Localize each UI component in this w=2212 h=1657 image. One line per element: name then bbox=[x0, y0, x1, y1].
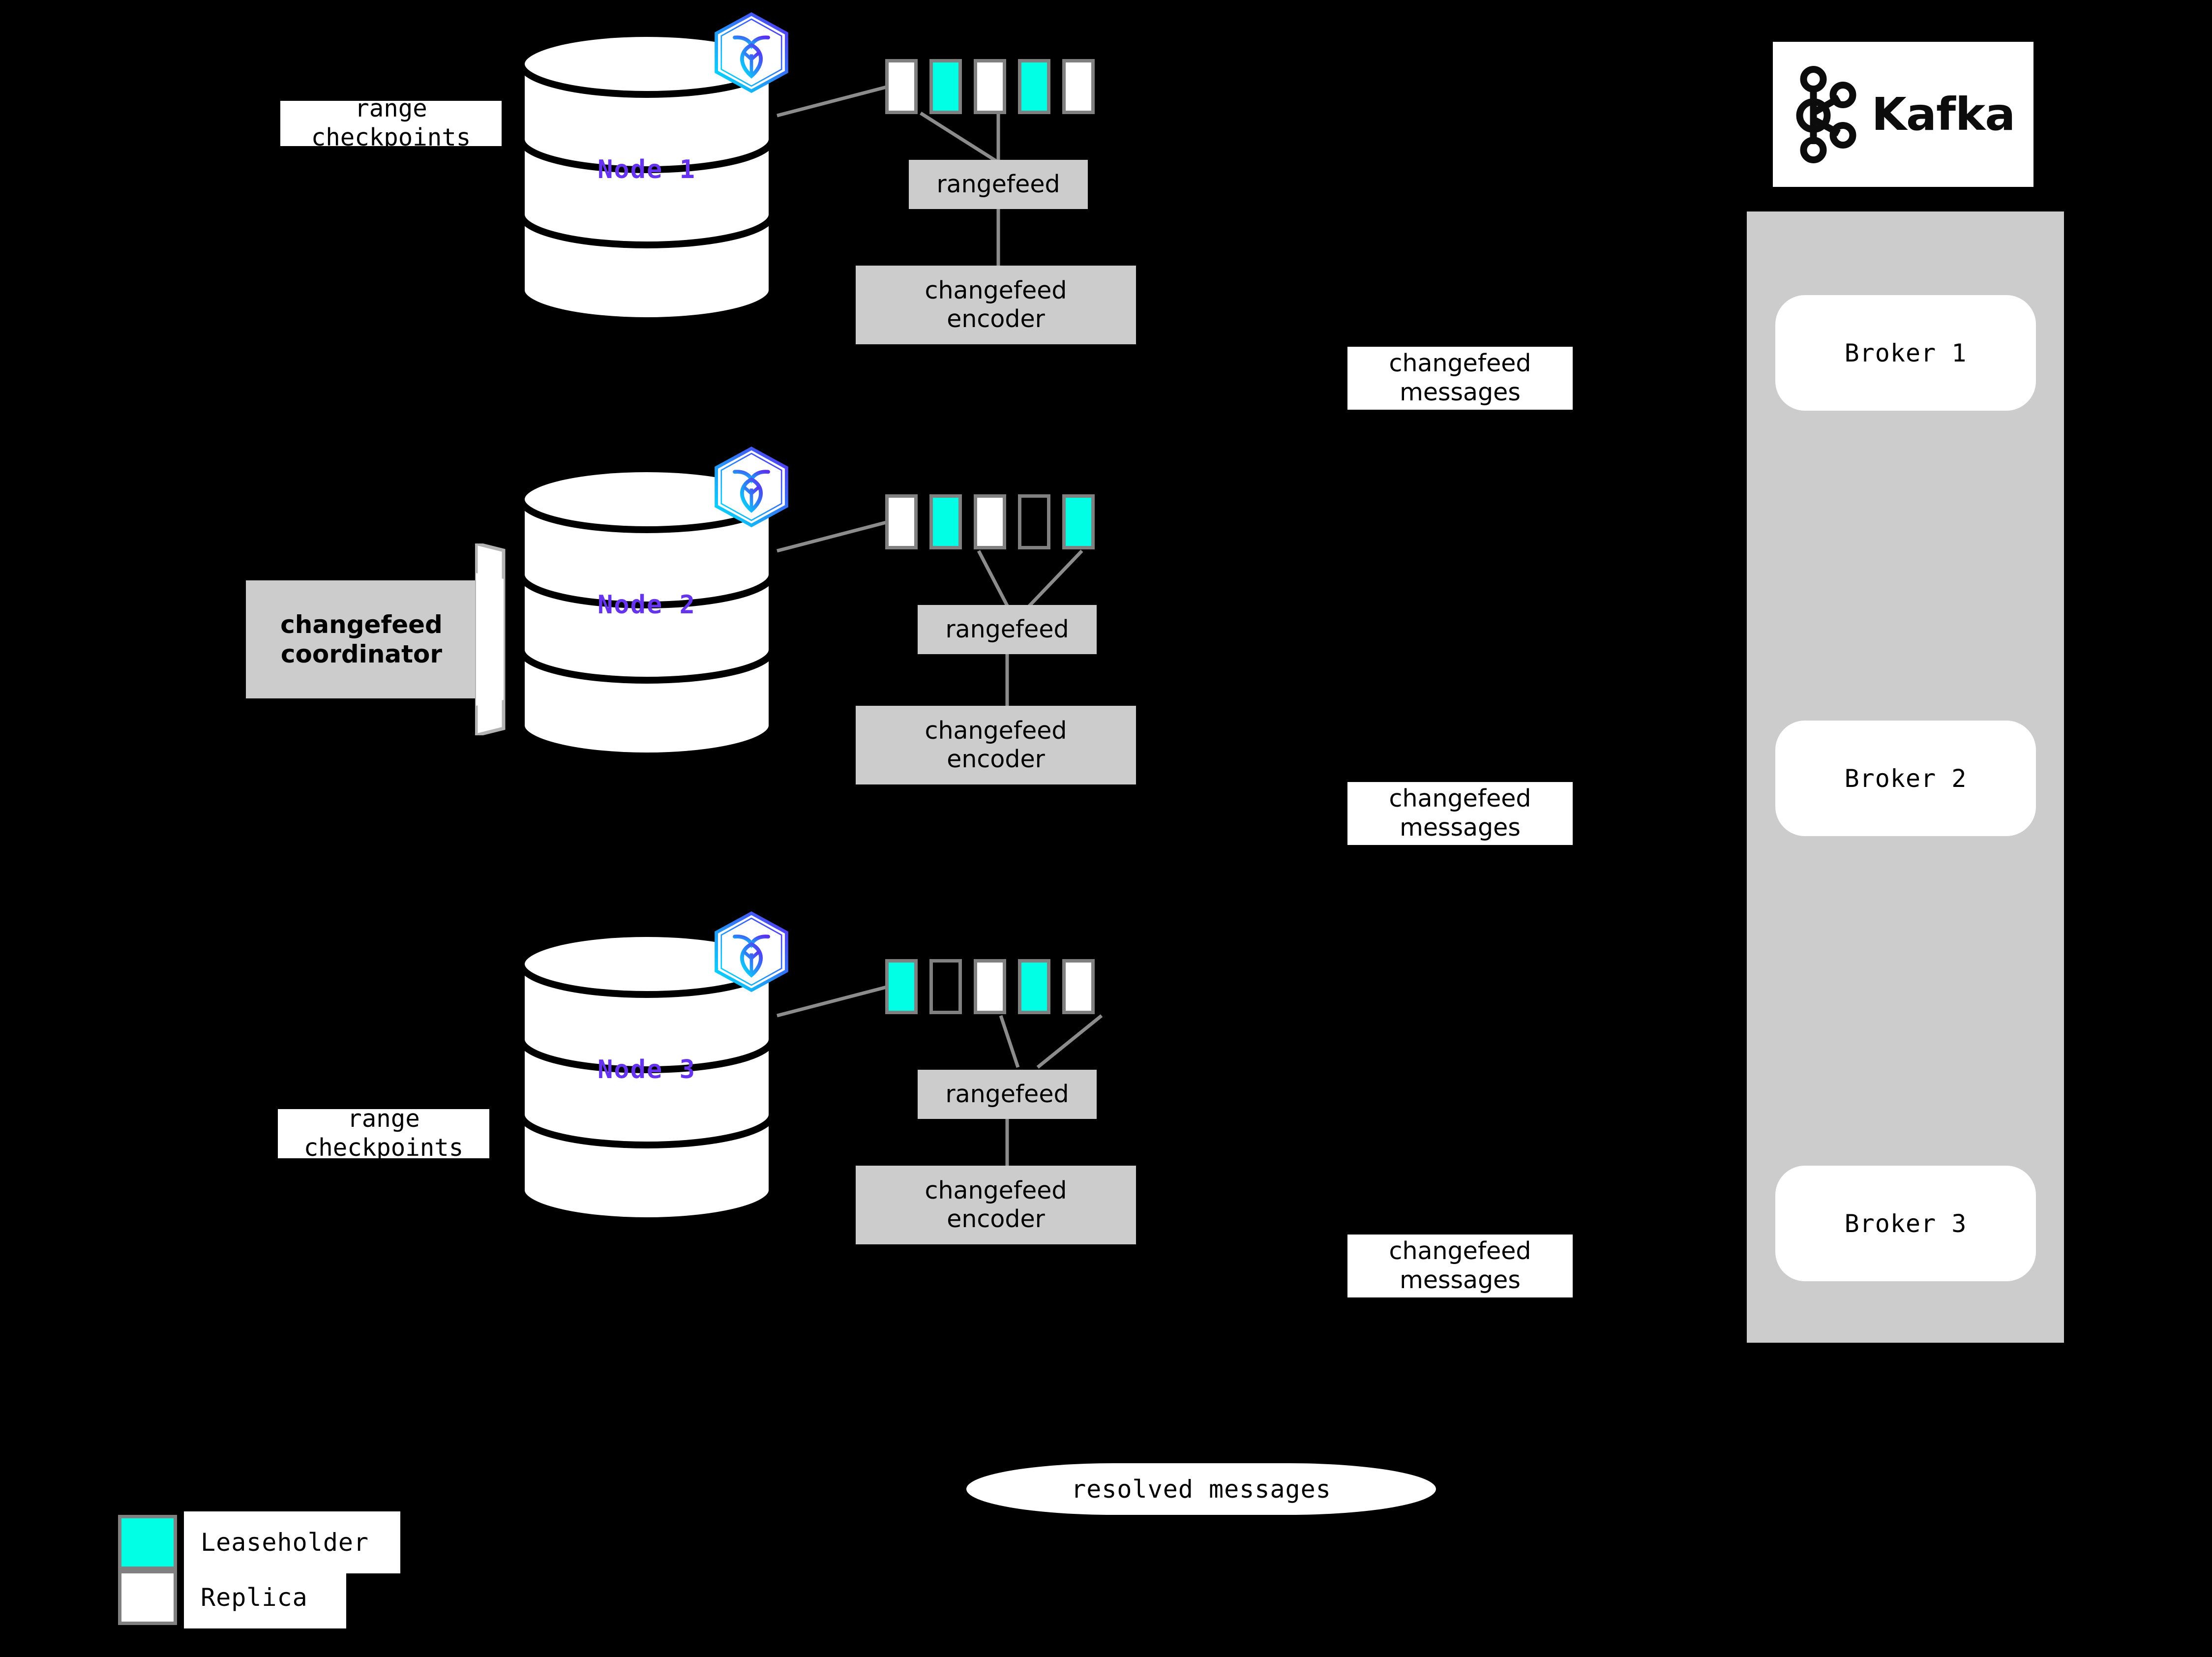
node-2-label: Node 2 bbox=[598, 590, 696, 620]
range-box-leaseholder[interactable] bbox=[1018, 959, 1050, 1014]
legend-label-leaseholder: Leaseholder bbox=[184, 1511, 400, 1573]
node-2-rangefeed-box[interactable]: rangefeed bbox=[918, 605, 1097, 654]
range-box-empty[interactable] bbox=[929, 959, 962, 1014]
node-3-changefeed-messages-label: changefeed messages bbox=[1347, 1235, 1573, 1297]
range-box-leaseholder[interactable] bbox=[885, 959, 918, 1014]
broker-3[interactable]: Broker 3 bbox=[1775, 1166, 2036, 1281]
node-3-label: Node 3 bbox=[598, 1055, 696, 1085]
node-1-range-checkpoints-label: range checkpoints bbox=[280, 94, 502, 151]
legend-swatch-replica bbox=[118, 1570, 177, 1625]
range-box-replica[interactable] bbox=[885, 494, 918, 549]
range-box-leaseholder[interactable] bbox=[1018, 59, 1050, 114]
range-box-replica[interactable] bbox=[1062, 959, 1095, 1014]
node-1-ranges bbox=[885, 59, 1095, 114]
broker-2[interactable]: Broker 2 bbox=[1775, 721, 2036, 836]
range-box-replica[interactable] bbox=[974, 494, 1006, 549]
node-3-range-checkpoints-label: range checkpoints bbox=[278, 1105, 489, 1162]
kafka-logo: Kafka bbox=[1773, 42, 2033, 187]
changefeed-coordinator-label[interactable]: changefeed coordinator bbox=[246, 580, 477, 698]
coordinator-pointer-icon bbox=[475, 543, 506, 735]
kafka-wordmark: Kafka bbox=[1871, 88, 2016, 141]
broker-1[interactable]: Broker 1 bbox=[1775, 295, 2036, 411]
node-1-changefeed-encoder-box[interactable]: changefeed encoder bbox=[856, 266, 1136, 344]
range-box-leaseholder[interactable] bbox=[1062, 494, 1095, 549]
range-box-leaseholder[interactable] bbox=[929, 494, 962, 549]
legend-swatch-column bbox=[118, 1515, 177, 1625]
legend-swatch-leaseholder bbox=[118, 1515, 177, 1570]
resolved-messages-pill[interactable]: resolved messages bbox=[966, 1463, 1436, 1515]
node-1-rangefeed-box[interactable]: rangefeed bbox=[909, 160, 1088, 209]
node-2-changefeed-encoder-box[interactable]: changefeed encoder bbox=[856, 706, 1136, 784]
range-box-replica[interactable] bbox=[1062, 59, 1095, 114]
cockroachdb-hex-icon bbox=[710, 910, 793, 994]
node-3-changefeed-encoder-box[interactable]: changefeed encoder bbox=[856, 1166, 1136, 1244]
node-3-rangefeed-box[interactable]: rangefeed bbox=[918, 1070, 1097, 1119]
node-2-cylinder: Node 2 bbox=[516, 465, 777, 760]
node-2-changefeed-messages-label: changefeed messages bbox=[1347, 782, 1573, 845]
node-3-ranges bbox=[885, 959, 1095, 1014]
kafka-outgoing-arrow bbox=[2058, 331, 2212, 353]
kafka-nodes-icon bbox=[1796, 65, 1856, 163]
cockroachdb-hex-icon bbox=[710, 11, 793, 94]
legend-label-replica: Replica bbox=[184, 1567, 346, 1628]
node-1-label: Node 1 bbox=[598, 155, 696, 184]
range-box-replica[interactable] bbox=[885, 59, 918, 114]
range-box-replica[interactable] bbox=[974, 59, 1006, 114]
cockroachdb-hex-icon bbox=[710, 445, 793, 529]
range-box-empty[interactable] bbox=[1018, 494, 1050, 549]
range-box-leaseholder[interactable] bbox=[929, 59, 962, 114]
range-box-replica[interactable] bbox=[974, 959, 1006, 1014]
legend: Leaseholder Replica bbox=[118, 1511, 492, 1638]
node-1-cylinder: Node 1 bbox=[516, 30, 777, 325]
node-1-changefeed-messages-label: changefeed messages bbox=[1347, 347, 1573, 410]
node-2-ranges bbox=[885, 494, 1095, 549]
